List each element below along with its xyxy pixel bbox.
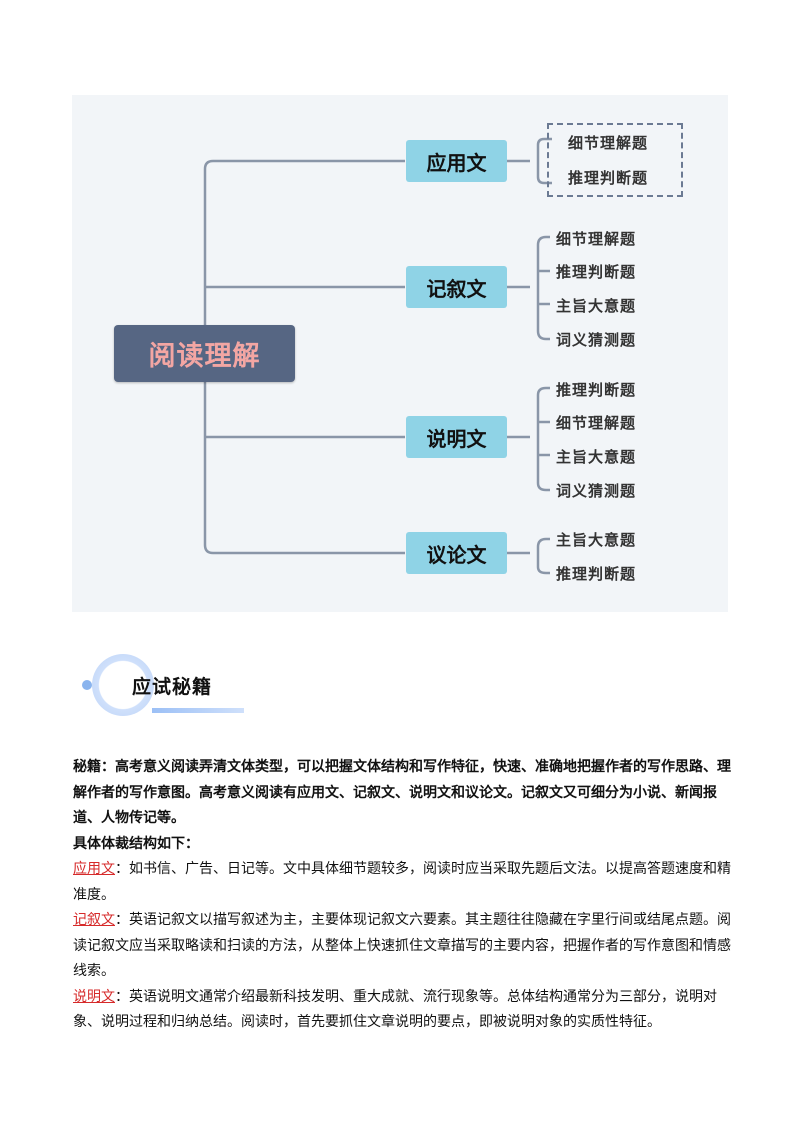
decorative-underline [152, 708, 244, 713]
reading-mindmap: 阅读理解 应用文 记叙文 说明文 议论文 细节理解题 推理判断题 细节理解题 推… [72, 95, 728, 612]
leaf-item: 细节理解题 [556, 230, 637, 248]
leaf-item: 推理判断题 [556, 381, 637, 399]
section-heading: 应试秘籍 [74, 650, 254, 722]
category-applied-writing: 应用文 [406, 140, 507, 182]
entry-text: ：英语说明文通常介绍最新科技发明、重大成就、流行现象等。总体结构通常分为三部分，… [73, 988, 717, 1031]
leaf-item: 细节理解题 [556, 414, 637, 432]
entry-text: ：英语记叙文以描写叙述为主，主要体现记叙文六要素。其主题往往隐藏在字里行间或结尾… [73, 912, 731, 979]
category-narrative: 记叙文 [406, 266, 507, 308]
entry-paragraph: 应用文：如书信、广告、日记等。文中具体细节题较多，阅读时应当采取先题后文法。以提… [73, 857, 733, 908]
highlight-dashed-box [547, 123, 683, 197]
leaf-item: 推理判断题 [556, 263, 637, 281]
leaf-item: 推理判断题 [556, 565, 637, 583]
decorative-dot-icon [82, 680, 92, 690]
mindmap-connectors [203, 137, 552, 575]
leaf-item: 细节理解题 [568, 134, 649, 152]
leaf-item: 主旨大意题 [556, 297, 637, 315]
leaf-item: 主旨大意题 [556, 448, 637, 466]
leaf-item: 主旨大意题 [556, 531, 637, 549]
structure-subheading: 具体体裁结构如下： [73, 835, 199, 852]
category-argumentative: 议论文 [406, 532, 507, 574]
section-title: 应试秘籍 [132, 676, 213, 698]
decorative-ring-icon [92, 654, 154, 716]
document-body: 秘籍：高考意义阅读弄清文体类型，可以把握文体结构和写作特征，快速、准确地把握作者… [73, 755, 733, 1036]
entry-paragraph: 说明文：英语说明文通常介绍最新科技发明、重大成就、流行现象等。总体结构通常分为三… [73, 985, 733, 1036]
leaf-item: 词义猜测题 [556, 482, 637, 500]
entry-term: 应用文 [73, 861, 115, 877]
leaf-item: 词义猜测题 [556, 331, 637, 349]
intro-paragraph: 秘籍：高考意义阅读弄清文体类型，可以把握文体结构和写作特征，快速、准确地把握作者… [73, 759, 731, 826]
mindmap-root: 阅读理解 [114, 325, 295, 382]
entry-paragraph: 记叙文：英语记叙文以描写叙述为主，主要体现记叙文六要素。其主题往往隐藏在字里行间… [73, 908, 733, 985]
category-expository: 说明文 [406, 416, 507, 458]
entry-term: 记叙文 [73, 912, 115, 928]
leaf-item: 推理判断题 [568, 169, 649, 187]
entry-term: 说明文 [73, 988, 115, 1005]
entry-text: ：如书信、广告、日记等。文中具体细节题较多，阅读时应当采取先题后文法。以提高答题… [73, 861, 731, 903]
